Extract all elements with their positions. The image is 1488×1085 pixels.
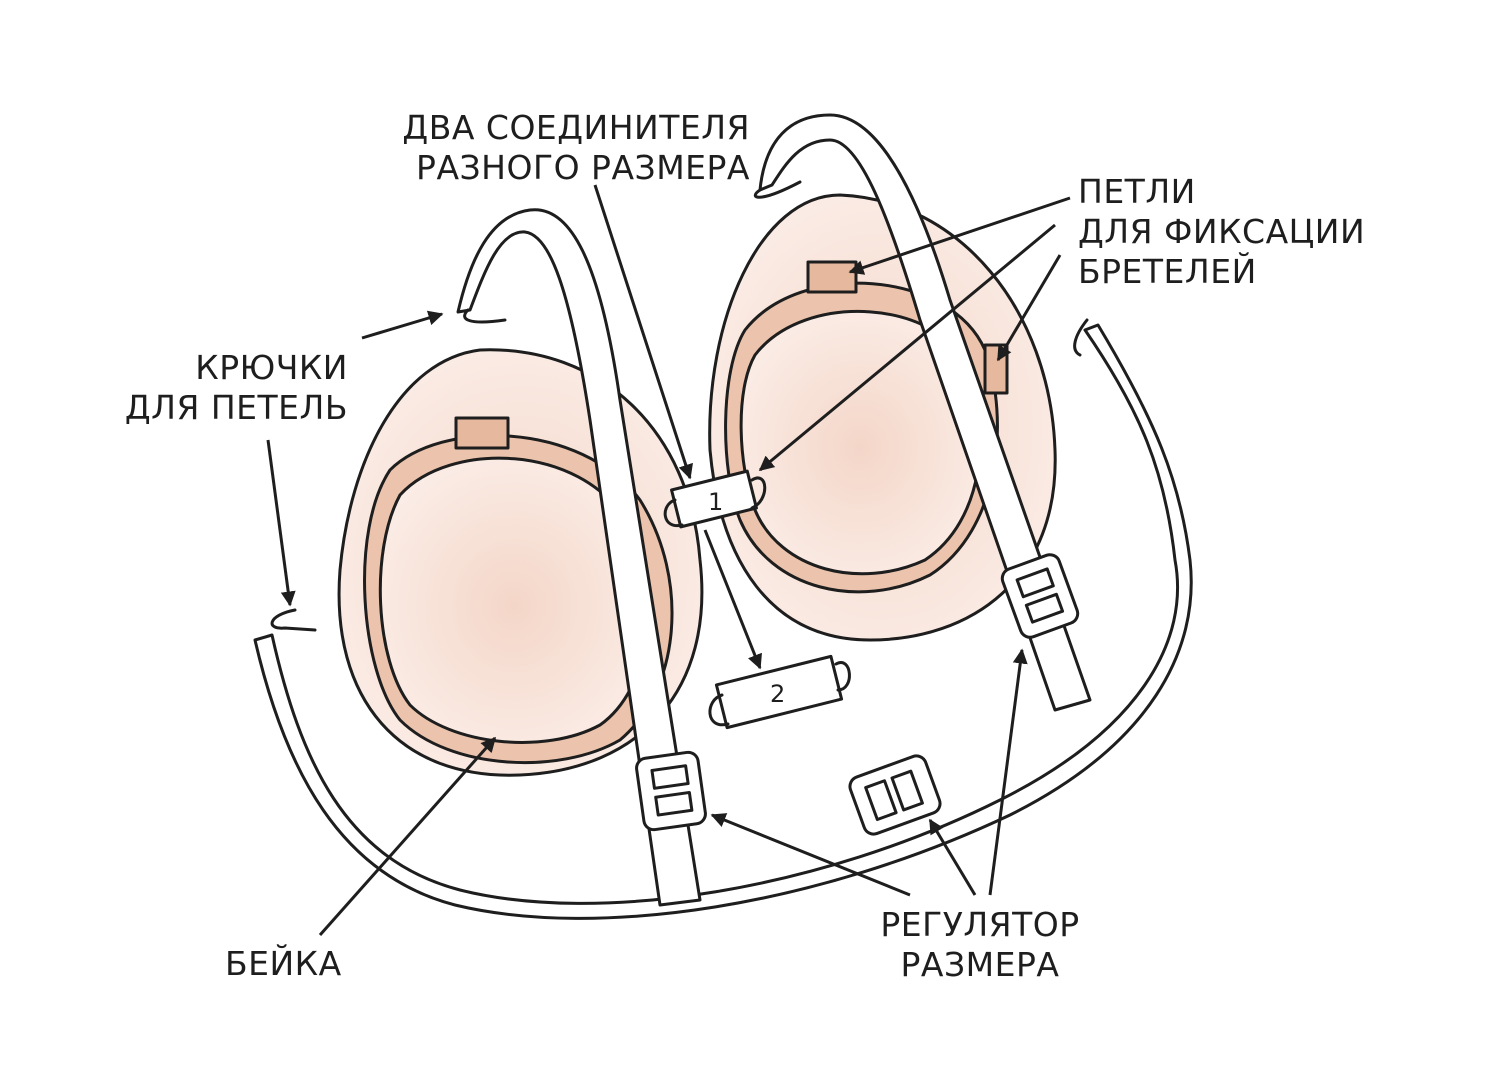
connectors-label: ДВА СОЕДИНИТЕЛЯ РАЗНОГО РАЗМЕРА [390, 108, 750, 188]
bottom-strap [253, 323, 1193, 920]
arrow-connector-1 [593, 184, 693, 480]
band-buckle [848, 754, 942, 836]
right-strap-hook [753, 180, 802, 199]
right-loop-tab-top [806, 260, 858, 294]
left-loop-tab [454, 416, 510, 450]
adjuster-label-line-2: РАЗМЕРА [900, 945, 1060, 984]
loops-label-line-1: ПЕТЛИ [1078, 172, 1196, 211]
left-strap-buckle [635, 750, 707, 832]
arrow-loop-side [996, 254, 1062, 362]
connector-2-number: 2 [770, 680, 785, 708]
binding-label: БЕЙКА [225, 944, 342, 983]
left-band-hook [270, 608, 317, 632]
connector-1-number: 1 [708, 488, 723, 516]
arrow-adjuster-right [988, 648, 1028, 896]
left-cup-inner [378, 456, 650, 744]
arrow-connector-2 [703, 529, 762, 670]
connectors-label-line-2: РАЗНОГО РАЗМЕРА [416, 148, 750, 187]
arrow-adjuster-middle [928, 818, 977, 896]
arrow-hook-top [361, 310, 444, 340]
hooks-label: КРЮЧКИ ДЛЯ ПЕТЕЛЬ [100, 348, 348, 428]
arrow-loop-connector [758, 223, 1056, 472]
adjuster-label: РЕГУЛЯТОР РАЗМЕРА [850, 905, 1110, 985]
hooks-label-line-1: КРЮЧКИ [195, 348, 348, 387]
connectors-label-line-1: ДВА СОЕДИНИТЕЛЯ [402, 108, 750, 147]
hooks-label-line-2: ДЛЯ ПЕТЕЛЬ [124, 388, 348, 427]
arrow-loop-top [848, 196, 1071, 275]
right-band-hook [1073, 318, 1089, 357]
right-shoulder-strap [758, 113, 1092, 712]
loops-label: ПЕТЛИ ДЛЯ ФИКСАЦИИ БРЕТЕЛЕЙ [1078, 172, 1378, 292]
loops-label-line-2: ДЛЯ ФИКСАЦИИ [1078, 212, 1366, 251]
loops-label-line-3: БРЕТЕЛЕЙ [1078, 252, 1257, 291]
connector-2 [708, 654, 851, 730]
adjuster-label-line-1: РЕГУЛЯТОР [880, 905, 1080, 944]
left-strap-hook [463, 308, 507, 324]
arrow-adjuster-left [710, 813, 911, 897]
arrow-binding [318, 736, 497, 936]
connector-1 [663, 469, 767, 529]
left-shoulder-strap [456, 208, 702, 907]
arrow-hook-bottom [266, 439, 296, 607]
right-strap-buckle [1000, 553, 1080, 639]
